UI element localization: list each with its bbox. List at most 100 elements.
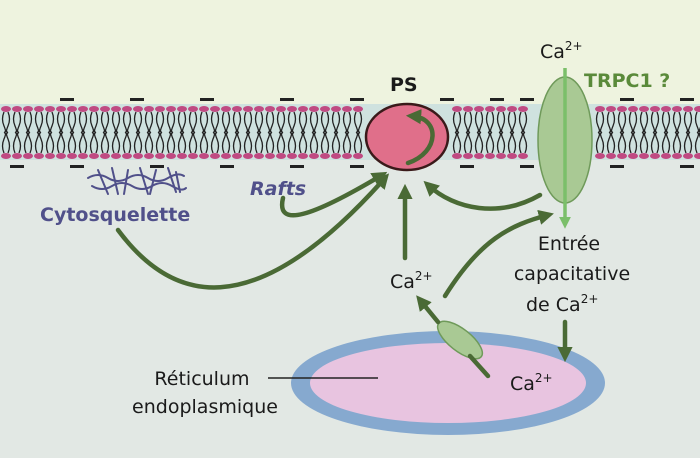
lipid-tail bbox=[320, 132, 330, 154]
negative-charge bbox=[680, 165, 694, 168]
lipid-tail bbox=[1, 132, 11, 154]
lipid-head bbox=[166, 106, 176, 112]
negative-charge bbox=[150, 165, 164, 168]
lipid-head bbox=[177, 153, 187, 159]
lipid-head bbox=[276, 106, 286, 112]
lipid-tail bbox=[166, 132, 176, 154]
lipid-tail bbox=[661, 111, 671, 133]
lipid-head bbox=[507, 153, 517, 159]
lipid-tail bbox=[628, 111, 638, 133]
lipid-tail bbox=[23, 132, 33, 154]
lipid-tail bbox=[595, 132, 605, 154]
lipid-head bbox=[342, 153, 352, 159]
lipid-head bbox=[496, 106, 506, 112]
lipid-head bbox=[650, 106, 660, 112]
lipid-tail bbox=[221, 132, 231, 154]
lipid-tail bbox=[243, 132, 253, 154]
lipid-tail bbox=[1, 111, 11, 133]
lipid-head bbox=[342, 106, 352, 112]
negative-charge bbox=[490, 98, 504, 101]
lipid-tail bbox=[309, 132, 319, 154]
lipid-head bbox=[1, 153, 11, 159]
lipid-tail bbox=[254, 111, 264, 133]
lipid-head bbox=[474, 153, 484, 159]
lipid-head bbox=[463, 153, 473, 159]
lipid-tail bbox=[243, 111, 253, 133]
lipid-head bbox=[595, 106, 605, 112]
lipid-head bbox=[694, 153, 700, 159]
ps-protein bbox=[364, 102, 450, 172]
lipid-head bbox=[617, 153, 627, 159]
lipid-head bbox=[144, 153, 154, 159]
lipid-tail bbox=[210, 111, 220, 133]
lipid-head bbox=[232, 153, 242, 159]
lipid-tail bbox=[67, 132, 77, 154]
lipid-head bbox=[507, 106, 517, 112]
lipid-head bbox=[320, 106, 330, 112]
lipid-head bbox=[661, 153, 671, 159]
lipid-tail bbox=[463, 132, 473, 154]
lipid-head bbox=[122, 153, 132, 159]
entree-calcium-label: de Ca2+ bbox=[526, 292, 598, 316]
lipid-head bbox=[243, 106, 253, 112]
plasma-membrane bbox=[0, 98, 700, 168]
lipid-tail bbox=[452, 111, 462, 133]
lipid-head bbox=[617, 106, 627, 112]
lipid-tail bbox=[34, 111, 44, 133]
lipid-tail bbox=[595, 111, 605, 133]
lipid-tail bbox=[56, 111, 66, 133]
lipid-tail bbox=[133, 111, 143, 133]
lipid-tail bbox=[89, 111, 99, 133]
lipid-head bbox=[155, 106, 165, 112]
lipid-tail bbox=[683, 132, 693, 154]
lipid-tail bbox=[23, 111, 33, 133]
lipid-head bbox=[56, 153, 66, 159]
rafts-label: Rafts bbox=[250, 178, 306, 200]
lipid-head bbox=[45, 106, 55, 112]
lipid-tail bbox=[144, 111, 154, 133]
reticulum-label: Réticulum endoplasmique bbox=[132, 368, 278, 418]
lipid-tail bbox=[100, 132, 110, 154]
lipid-head bbox=[34, 106, 44, 112]
arrow-channel-to-er bbox=[467, 353, 491, 379]
cytosquelette-label: Cytosquelette bbox=[40, 204, 190, 226]
signal-arrows bbox=[115, 171, 573, 379]
lipid-head bbox=[89, 106, 99, 112]
lipid-tail bbox=[78, 111, 88, 133]
lipid-head bbox=[485, 106, 495, 112]
lipid-tail bbox=[518, 111, 528, 133]
lipid-head bbox=[12, 153, 22, 159]
lipid-tail bbox=[331, 111, 341, 133]
lipid-head bbox=[133, 106, 143, 112]
lipid-tail bbox=[496, 111, 506, 133]
lipid-head bbox=[67, 106, 77, 112]
lipid-head bbox=[56, 106, 66, 112]
lipid-head bbox=[111, 153, 121, 159]
lipid-head bbox=[309, 153, 319, 159]
lipid-tail bbox=[617, 111, 627, 133]
lipid-head bbox=[188, 106, 198, 112]
lipid-head bbox=[474, 106, 484, 112]
lipid-head bbox=[23, 106, 33, 112]
lipid-head bbox=[155, 153, 165, 159]
cytoskeleton-filaments bbox=[87, 167, 187, 195]
negative-charge bbox=[350, 165, 364, 168]
lipid-head bbox=[287, 153, 297, 159]
negative-charge bbox=[280, 98, 294, 101]
lipid-head bbox=[353, 153, 363, 159]
lipid-head bbox=[331, 153, 341, 159]
lipid-head bbox=[309, 106, 319, 112]
negative-charge bbox=[440, 98, 454, 101]
lipid-tail bbox=[177, 132, 187, 154]
lipid-head bbox=[595, 153, 605, 159]
lipid-head bbox=[243, 153, 253, 159]
lipid-tail bbox=[661, 132, 671, 154]
lipid-tail bbox=[232, 132, 242, 154]
lipid-tail bbox=[606, 132, 616, 154]
lipid-head bbox=[133, 153, 143, 159]
lipid-tail bbox=[342, 111, 352, 133]
lipid-head bbox=[166, 153, 176, 159]
lipid-head bbox=[210, 153, 220, 159]
lipid-tail bbox=[111, 111, 121, 133]
lipid-tail bbox=[474, 111, 484, 133]
